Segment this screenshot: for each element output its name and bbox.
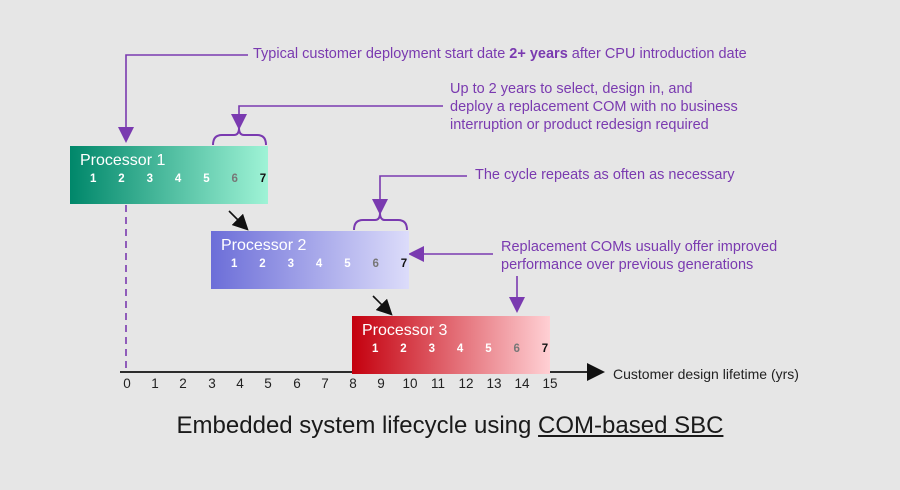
caption-prefix: Embedded system lifecycle using <box>176 412 539 439</box>
processor-1-year: 3 <box>146 173 153 185</box>
axis-tick: 14 <box>514 376 530 391</box>
axis-tick: 8 <box>349 376 357 391</box>
axis-tick: 1 <box>151 376 159 391</box>
transition-arrow-1 <box>228 210 249 231</box>
processor-2-years: 1 2 3 4 5 6 7 <box>231 258 429 270</box>
axis-tick: 3 <box>208 376 216 391</box>
axis-tick: 13 <box>486 376 502 391</box>
axis-tick: 10 <box>402 376 418 391</box>
cycle-connector <box>372 175 467 215</box>
processor-3-year: 1 <box>372 343 379 355</box>
improved-note-line2: performance over previous generations <box>501 257 754 273</box>
axis-tick: 12 <box>458 376 474 391</box>
axis-tick: 0 <box>123 376 131 391</box>
processor-3-label: Processor 3 <box>362 322 448 339</box>
processor-1-year: 5 <box>203 173 210 185</box>
processor-1-label: Processor 1 <box>80 152 166 169</box>
processor-2-year: 5 <box>344 258 351 270</box>
processor-2-year: 1 <box>231 258 238 270</box>
axis-tick: 7 <box>321 376 329 391</box>
processor-1-year: 2 <box>118 173 125 185</box>
processor-1-year: 1 <box>90 173 97 185</box>
axis-tick: 9 <box>377 376 385 391</box>
axis-tick: 6 <box>293 376 301 391</box>
deployment-note-pre: Typical customer deployment start date <box>253 46 510 62</box>
deployment-note-post: after CPU introduction date <box>567 46 747 62</box>
replacement-brace <box>212 127 267 146</box>
cycle-note-text: The cycle repeats as often as necessary <box>475 167 735 183</box>
processor-2-year: 4 <box>315 258 323 270</box>
axis-tick: 5 <box>264 376 272 391</box>
processor-1-year: 7 <box>259 173 267 185</box>
processor-2-label: Processor 2 <box>221 237 307 254</box>
processor-1-year: 4 <box>174 173 182 185</box>
axis-tick: 4 <box>236 376 244 391</box>
replacement-note: Up to 2 years to select, design in, and … <box>450 80 738 134</box>
processor-3-bar: Processor 3 1 2 3 4 5 6 7 <box>352 316 550 374</box>
cycle-brace <box>353 212 408 231</box>
replacement-note-line1: Up to 2 years to select, design in, and <box>450 81 693 97</box>
processor-3-year: 5 <box>485 343 492 355</box>
processor-1-years: 1 2 3 4 5 6 7 <box>90 173 288 185</box>
deployment-note: Typical customer deployment start date 2… <box>253 45 747 63</box>
transition-arrow-2 <box>372 295 393 316</box>
processor-3-year: 6 <box>513 343 520 355</box>
caption-underlined: COM-based SBC <box>538 412 724 439</box>
deployment-connector <box>118 54 248 143</box>
axis-label: Customer design lifetime (yrs) <box>613 366 799 382</box>
axis-tick: 11 <box>430 376 445 391</box>
processor-3-year: 3 <box>428 343 435 355</box>
axis-tick: 2 <box>179 376 187 391</box>
processor-1-bar: Processor 1 1 2 3 4 5 6 7 <box>70 146 268 204</box>
processor-3-years: 1 2 3 4 5 6 7 <box>372 343 570 355</box>
improved-note-line1: Replacement COMs usually offer improved <box>501 239 778 255</box>
processor-3-year: 4 <box>456 343 464 355</box>
replacement-note-line2: deploy a replacement COM with no busines… <box>450 99 738 115</box>
replacement-connector <box>231 105 443 130</box>
processor-2-year: 2 <box>259 258 266 270</box>
diagram-caption: Embedded system lifecycle using COM-base… <box>0 412 900 440</box>
processor-3-year: 7 <box>541 343 549 355</box>
processor-2-bar: Processor 2 1 2 3 4 5 6 7 <box>211 231 409 289</box>
processor-2-year: 6 <box>372 258 379 270</box>
processor-2-year: 3 <box>287 258 294 270</box>
improved-note: Replacement COMs usually offer improved … <box>501 238 777 274</box>
processor-3-year: 2 <box>400 343 407 355</box>
processor-1-year: 6 <box>231 173 238 185</box>
cycle-note: The cycle repeats as often as necessary <box>475 166 735 184</box>
replacement-note-line3: interruption or product redesign require… <box>450 117 709 133</box>
processor-2-year: 7 <box>400 258 408 270</box>
axis-tick: 15 <box>542 376 558 391</box>
deployment-note-bold: 2+ years <box>509 46 568 62</box>
